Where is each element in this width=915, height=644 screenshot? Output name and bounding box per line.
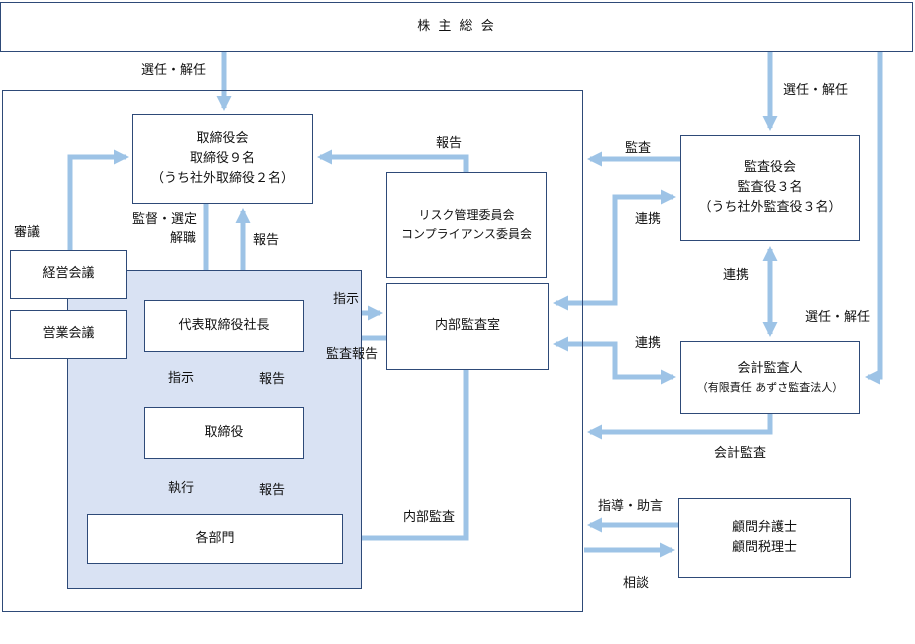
audit-board-box: 監査役会 監査役３名 （うち社外監査役３名） [680, 135, 860, 241]
company-group [2, 90, 583, 612]
audit-board-note: （うち社外監査役３名） [698, 200, 842, 216]
label-audit: 監査 [625, 141, 652, 156]
label-elect-audit: 選任・解任 [783, 83, 849, 98]
label-instruct-directors: 指示 [168, 371, 195, 386]
label-deliberation: 審議 [14, 225, 41, 240]
label-supervise-1: 監督・選定 [132, 212, 198, 227]
arrow-coop-auditor [553, 336, 676, 385]
president-label: 代表取締役社長 [178, 317, 270, 333]
label-coop-auditor: 連携 [635, 336, 662, 351]
label-accounting-audit: 会計監査 [714, 446, 767, 461]
label-coop-vertical: 連携 [723, 268, 750, 283]
label-coop-audit-board: 連携 [635, 212, 662, 227]
label-elect-board: 選任・解任 [141, 63, 207, 78]
label-instruct-audit: 指示 [333, 292, 360, 307]
arrow-deliberation [67, 149, 129, 250]
audit-board-title: 監査役会 [743, 159, 796, 175]
label-consult: 相談 [623, 576, 650, 591]
label-report-departments: 報告 [259, 483, 286, 498]
accounting-auditor-box: 会計監査人 （有限責任 あずさ監査法人） [680, 341, 860, 414]
label-report-directors: 報告 [259, 372, 286, 387]
management-meeting-label: 経営会議 [42, 266, 95, 282]
accounting-auditor-firm: （有限責任 あずさ監査法人） [696, 381, 844, 395]
advisors-box: 顧問弁護士 顧問税理士 [678, 498, 851, 578]
arrow-internal-audit [346, 370, 469, 546]
arrow-coop-audit-board [553, 189, 676, 311]
risk-committee-box: リスク管理委員会 コンプライアンス委員会 [386, 172, 547, 278]
directors-box: 取締役 [144, 407, 304, 459]
label-guidance: 指導・助言 [598, 499, 664, 514]
label-internal-audit: 内部監査 [403, 510, 456, 525]
label-report-risk: 報告 [436, 136, 463, 151]
label-elect-auditor: 選任・解任 [805, 310, 871, 325]
departments-label: 各部門 [195, 530, 235, 546]
sales-meeting-label: 営業会議 [42, 326, 95, 342]
board-box: 取締役会 取締役９名 （うち社外取締役２名） [132, 114, 313, 204]
compliance-committee-label: コンプライアンス委員会 [401, 227, 532, 241]
label-report-president: 報告 [253, 233, 280, 248]
arrow-accounting-audit [587, 414, 773, 440]
departments-box: 各部門 [87, 514, 343, 564]
internal-audit-label: 内部監査室 [434, 318, 500, 334]
shareholders-label: 株 主 総 会 [417, 18, 496, 34]
legal-advisor-label: 顧問弁護士 [731, 519, 797, 535]
label-execute: 執行 [168, 481, 195, 496]
label-supervise-2: 解職 [170, 231, 197, 246]
directors-label: 取締役 [204, 424, 244, 440]
audit-board-count: 監査役３名 [737, 179, 803, 195]
tax-advisor-label: 顧問税理士 [731, 540, 797, 555]
label-audit-report: 監査報告 [326, 347, 379, 362]
board-count: 取締役９名 [189, 150, 255, 166]
management-meeting-box: 経営会議 [10, 250, 127, 299]
arrow-elect-auditor [865, 52, 883, 385]
president-box: 代表取締役社長 [144, 300, 304, 352]
accounting-auditor-title: 会計監査人 [737, 360, 803, 376]
sales-meeting-box: 営業会議 [10, 310, 127, 359]
board-title: 取締役会 [196, 130, 249, 146]
risk-committee-label: リスク管理委員会 [418, 208, 515, 223]
arrow-report-risk [317, 149, 469, 172]
board-note: （うち社外取締役２名） [150, 171, 294, 187]
internal-audit-box: 内部監査室 [386, 283, 549, 370]
shareholders-box: 株 主 総 会 [0, 2, 913, 52]
